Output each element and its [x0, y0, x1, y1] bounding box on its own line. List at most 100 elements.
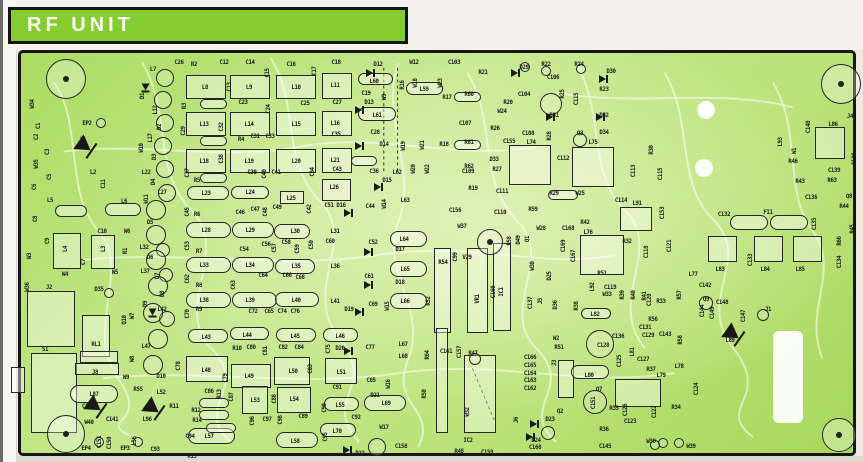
component-label: Q9 [702, 295, 710, 303]
component-label: D35 [94, 285, 104, 293]
component-label: J6 [512, 416, 520, 424]
component-label: C158 [394, 442, 408, 450]
component-label: C115 [572, 92, 580, 106]
component-label: R2 [190, 60, 198, 68]
component-label: L36 [330, 262, 340, 270]
component-label: C63 [229, 280, 237, 290]
component-label: D15 [382, 176, 392, 184]
component-label: R37 [646, 365, 656, 373]
component-label: L2 [89, 168, 97, 176]
component-label: L86 [828, 120, 838, 128]
component-label: W14 [380, 199, 388, 209]
component-label: D29 [519, 63, 529, 71]
component-label: R8 [195, 281, 203, 289]
component-label: J8 [91, 368, 99, 376]
component-outline-box [815, 127, 845, 159]
component-label: R10 [232, 344, 242, 352]
component-label: C37 [183, 168, 191, 178]
component-label: D21 [370, 391, 380, 399]
component-label: L30 [290, 227, 300, 235]
component-label: R44 [839, 202, 849, 210]
component-label: C160 [528, 443, 542, 451]
component-label: L55 [335, 401, 345, 409]
component-label: R51 [554, 343, 564, 351]
component-label: C133 [746, 253, 754, 267]
component-label: C56 [261, 240, 271, 248]
component-label: W9 [380, 93, 388, 101]
component-outline-box [27, 291, 75, 347]
component-label: C88 [270, 394, 278, 404]
component-label: J3 [550, 359, 558, 367]
component-label: C64 [258, 271, 268, 279]
component-label: EP4 [81, 444, 91, 452]
component-label: RL1 [91, 340, 101, 348]
component-label: C10 [97, 227, 107, 235]
component-label: L77 [688, 270, 698, 278]
component-label: C153 [658, 206, 666, 220]
diode-icon [366, 69, 375, 77]
component-label: C24 [264, 104, 272, 114]
component-label: C87 [227, 392, 235, 402]
component-label: C32 [217, 122, 225, 132]
component-outline-box [80, 351, 118, 363]
component-label: D16 [336, 201, 346, 209]
component-label: R45 [848, 224, 856, 234]
component-label: D30 [606, 67, 616, 75]
component-label: C89 [298, 412, 308, 420]
component-label: L33 [199, 261, 209, 269]
scan-margin-bottom [16, 456, 863, 462]
component-label: S1 [41, 345, 49, 353]
component-label: R51 [597, 269, 607, 277]
component-label: C72 [248, 307, 258, 315]
component-label: R38 [572, 301, 580, 311]
component-label: R5 [193, 176, 201, 184]
component-label: C126 [621, 403, 629, 417]
component-label: C16 [286, 60, 296, 68]
component-label: L26 [329, 183, 339, 191]
component-label: L41 [330, 297, 340, 305]
component-label: R30 [647, 145, 655, 155]
component-label: C136 [611, 332, 625, 340]
component-label: R19 [468, 184, 478, 192]
component-label: C59 [293, 244, 301, 254]
component-label: C33 [265, 132, 275, 140]
diode-icon [599, 75, 608, 83]
component-label: FI1 [763, 208, 773, 216]
component-label: R24 [574, 60, 584, 68]
pad-circle [520, 62, 530, 72]
component-label: C38 [217, 154, 225, 164]
component-label: L69 [381, 399, 391, 407]
component-label: L96 [142, 415, 152, 423]
component-label: C80 [246, 343, 256, 351]
component-label: L93 [776, 137, 784, 147]
component-label: R26 [490, 124, 500, 132]
component-label: W24 [497, 107, 507, 115]
component-label: C69 [368, 300, 378, 308]
component-label: C107 [458, 119, 472, 127]
component-label: R66 [835, 236, 843, 246]
component-label: C169 [559, 239, 567, 253]
diode-icon [364, 248, 373, 256]
component-label: C125 [615, 354, 623, 368]
component-label: R1 [121, 247, 129, 255]
component-label: L7 [149, 65, 157, 73]
component-label: C68 [295, 273, 305, 281]
component-label: L49 [244, 372, 254, 380]
component-label: C90 [320, 403, 328, 413]
component-label: C155 [502, 137, 516, 145]
title-banner: RF UNIT [8, 7, 408, 44]
scan-edge-line [0, 0, 3, 462]
component-label: C99 [451, 252, 459, 262]
component-label: C118 [642, 245, 650, 259]
component-label: D13 [364, 98, 374, 106]
component-label: C108 [521, 129, 535, 137]
component-label: W8 [128, 355, 136, 363]
diode-icon [141, 83, 150, 91]
component-label: L75 [588, 138, 598, 146]
component-label: C75 [324, 344, 332, 354]
component-label: C26 [174, 58, 184, 66]
component-label: W17 [379, 423, 389, 431]
component-label: C23 [238, 98, 248, 106]
component-label: W18 [411, 78, 419, 88]
